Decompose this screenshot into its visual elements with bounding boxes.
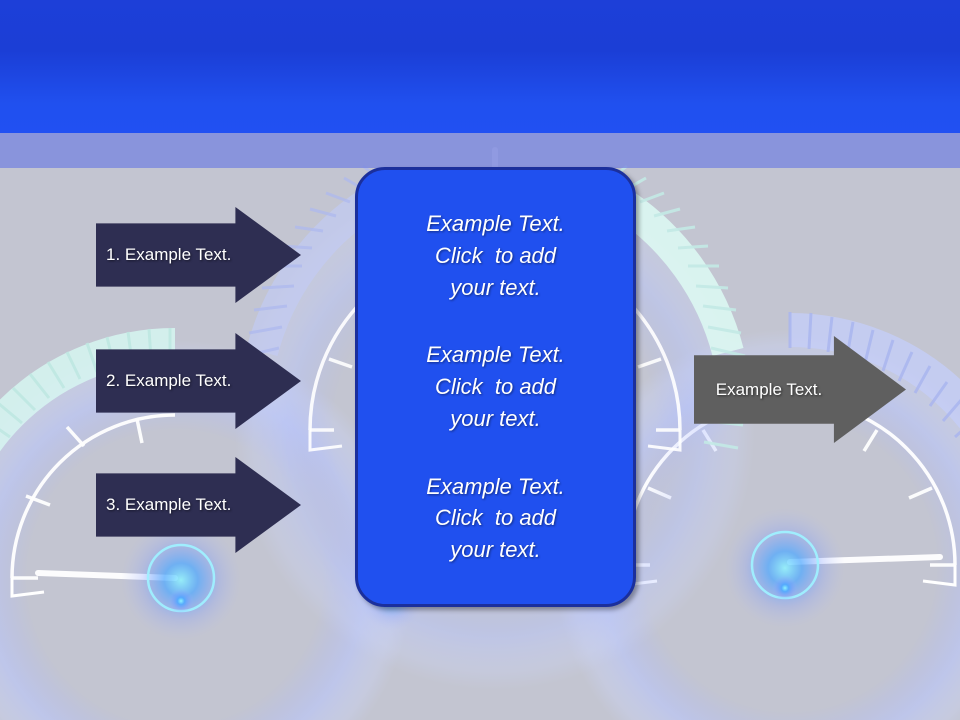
content-block-2: Example Text. Click to add your text. [372,339,619,434]
content-block-1: Example Text. Click to add your text. [372,208,619,303]
content-block-1-line-3: your text. [450,274,541,300]
arrow-step-2[interactable]: 2. Example Text. [96,333,301,429]
arrow-step-3[interactable]: 3. Example Text. [96,457,301,553]
content-block-2-line-1: Example Text. [426,342,565,368]
content-block-3-line-2: Click to add [434,505,557,531]
content-block-1-line-1: Example Text. [426,211,565,237]
content-block-3: Example Text. Click to add your text. [372,471,619,566]
content-block-2-line-2: Click to add [434,374,557,400]
output-arrow-label: Example Text. [715,379,823,399]
content-block-3-line-1: Example Text. [426,473,565,499]
arrow-step-1-label: 1. Example Text. [106,245,232,264]
output-arrow[interactable]: Example Text. [694,336,906,443]
center-content-panel[interactable]: Example Text. Click to add your text. Ex… [355,167,636,607]
content-block-2-line-3: your text. [450,405,541,431]
arrow-step-3-label: 3. Example Text. [106,495,232,514]
content-block-1-line-2: Click to add [434,243,557,269]
title-accent-band [0,133,960,168]
arrow-step-1[interactable]: 1. Example Text. [96,207,301,303]
content-block-3-line-3: your text. [450,536,541,562]
arrow-step-2-label: 2. Example Text. [106,371,232,390]
title-bar [0,0,960,133]
